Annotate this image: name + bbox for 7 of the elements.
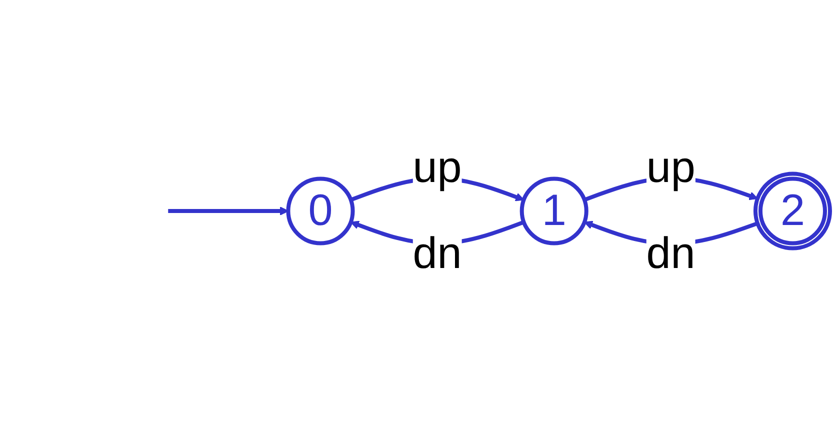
node-circle: 1 [520, 176, 588, 246]
edge-label: dn [646, 228, 696, 278]
edge-label: up [412, 142, 462, 192]
edge-label: dn [412, 229, 462, 278]
edge-label: up [646, 142, 696, 192]
node-circle: 0 [286, 176, 355, 246]
node-circle: 2 [753, 172, 832, 250]
